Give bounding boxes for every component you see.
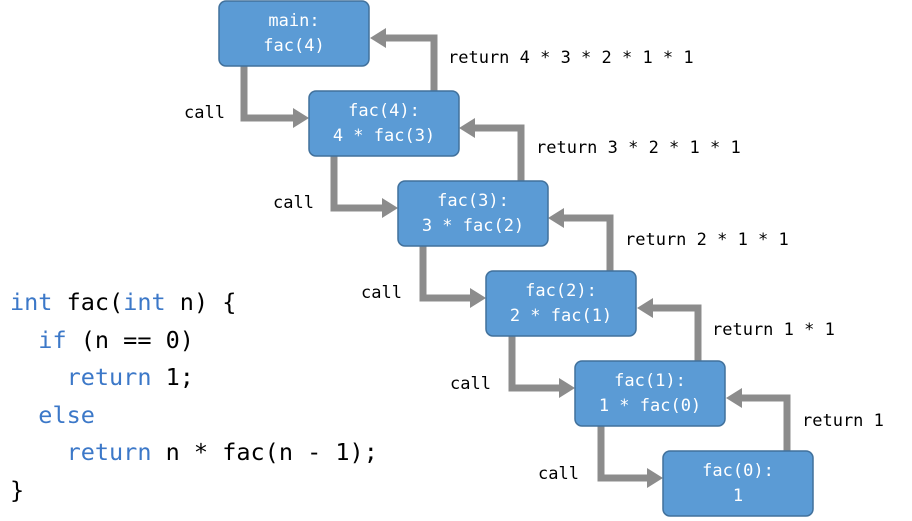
code-keyword: int (10, 288, 53, 316)
call-label-4: call (450, 374, 491, 394)
return-arrow-3 (548, 208, 614, 271)
code-indent (10, 401, 38, 429)
frame-fac-4: fac(4): 4 * fac(3) (308, 90, 460, 157)
code-line-1: int fac(int n) { (10, 284, 378, 322)
frame-fac-0-line2: 1 (733, 486, 743, 506)
code-keyword: return (66, 363, 152, 391)
return-arrow-4 (637, 298, 702, 361)
code-indent (10, 326, 38, 354)
code-line-4: else (10, 397, 378, 435)
code-line-5: return n * fac(n - 1); (10, 434, 378, 472)
return-arrow-1 (370, 28, 438, 91)
call-arrow-4 (508, 336, 575, 398)
code-indent (10, 438, 67, 466)
code-text: n * fac(n - 1); (151, 438, 378, 466)
code-text: } (10, 475, 25, 504)
code-line-2: if (n == 0) (10, 322, 378, 360)
call-arrow-1 (240, 66, 309, 128)
return-arrow-2 (459, 118, 525, 181)
code-keyword: else (38, 400, 95, 429)
frame-fac-3-line2: 3 * fac(2) (422, 216, 524, 236)
call-arrow-2 (330, 156, 398, 218)
frame-fac-2-line2: 2 * fac(1) (510, 306, 612, 326)
frame-fac-1-line2: 1 * fac(0) (599, 396, 701, 416)
frame-fac-1: fac(1): 1 * fac(0) (574, 360, 726, 427)
code-line-6: } (10, 472, 378, 510)
frame-fac-3-line1: fac(3): (437, 191, 509, 211)
code-keyword: if (38, 325, 67, 354)
code-keyword: return (66, 438, 152, 466)
frame-fac-0: fac(0): 1 (662, 450, 814, 517)
frame-fac-4-line2: 4 * fac(3) (333, 126, 435, 146)
frame-fac-4-line1: fac(4): (348, 101, 420, 121)
frame-fac-0-line1: fac(0): (702, 461, 774, 481)
call-arrow-3 (419, 246, 486, 308)
call-label-2: call (273, 193, 314, 213)
frame-fac-2: fac(2): 2 * fac(1) (485, 270, 637, 337)
call-label-1: call (184, 103, 225, 123)
frame-main-line2: fac(4) (263, 36, 324, 56)
frame-main: main: fac(4) (218, 0, 370, 67)
code-text: 1; (151, 363, 194, 391)
call-label-3: call (361, 283, 402, 303)
frame-fac-2-line1: fac(2): (525, 281, 597, 301)
frame-fac-1-line1: fac(1): (614, 371, 686, 391)
return-arrow-5 (726, 388, 791, 451)
factorial-code-listing: int fac(int n) { if (n == 0) return 1; e… (10, 284, 378, 509)
frame-fac-3: fac(3): 3 * fac(2) (397, 180, 549, 247)
return-label-5: return 1 (802, 411, 884, 431)
return-label-1: return 4 * 3 * 2 * 1 * 1 (448, 48, 694, 68)
frame-main-line1: main: (268, 11, 319, 31)
call-label-5: call (538, 464, 579, 484)
code-keyword: int (123, 288, 166, 316)
code-text: fac( (52, 288, 124, 316)
call-arrow-5 (597, 426, 663, 488)
code-indent (10, 363, 67, 391)
return-label-3: return 2 * 1 * 1 (625, 230, 789, 250)
return-label-2: return 3 * 2 * 1 * 1 (536, 138, 741, 158)
code-text: (n == 0) (66, 325, 194, 354)
return-label-4: return 1 * 1 (712, 320, 835, 340)
code-text: n) { (165, 288, 237, 316)
code-line-3: return 1; (10, 359, 378, 397)
